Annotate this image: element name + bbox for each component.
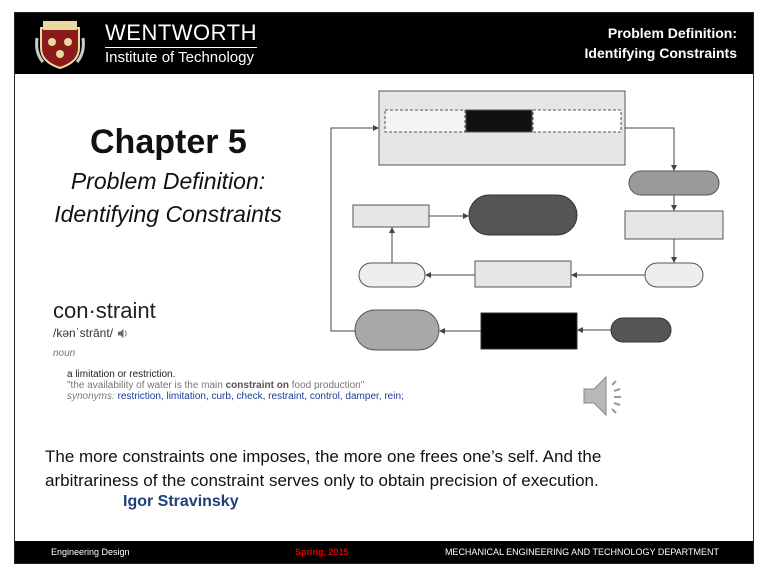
chapter-subtitle: Problem Definition: Identifying Constrai… — [33, 165, 303, 231]
diagram-pill-dark — [468, 194, 578, 236]
chapter-subtitle-line1: Problem Definition: — [70, 168, 266, 194]
dictionary-word: con·straint — [53, 298, 156, 323]
footer-course: Engineering Design — [51, 547, 130, 557]
dictionary-part-of-speech: noun — [53, 348, 76, 359]
diagram-top-slot-middle — [465, 109, 533, 133]
diagram-pill-bottom-right — [610, 317, 672, 343]
audio-icon[interactable] — [117, 328, 128, 339]
diagram-pill-right-2 — [644, 262, 704, 288]
diagram-box-left-top — [352, 204, 430, 228]
org-name: WENTWORTH — [105, 20, 257, 48]
diagram-box-middle — [474, 260, 572, 288]
quote-line1: The more constraints one imposes, the mo… — [45, 447, 602, 466]
dictionary-synonyms: synonyms: restriction, limitation, curb,… — [67, 391, 453, 402]
arrow-loop-back — [330, 125, 379, 332]
speaker-icon[interactable] — [578, 371, 628, 421]
quote-text: The more constraints one imposes, the mo… — [45, 445, 685, 493]
org-subtitle: Institute of Technology — [105, 49, 254, 66]
dictionary-example: "the availability of water is the main c… — [67, 380, 365, 391]
header-title: Problem Definition: Identifying Constrai… — [585, 23, 737, 63]
footer-bar: Engineering Design Spring, 2015 MECHANIC… — [15, 541, 753, 563]
synonyms-list[interactable]: restriction, limitation, curb, check, re… — [117, 391, 404, 402]
diagram-box-right — [624, 210, 724, 240]
footer-term: Spring, 2015 — [295, 547, 349, 557]
dictionary-pronunciation: /kənˈstrānt/ — [53, 326, 114, 340]
crest-icon — [35, 21, 85, 70]
dictionary-pronunciation-row: /kənˈstrānt/ — [53, 326, 453, 340]
quote-author: Igor Stravinsky — [123, 493, 239, 510]
diagram-box-bottom-black — [480, 312, 578, 350]
header-bar: WENTWORTH Institute of Technology Proble… — [15, 13, 753, 74]
arrow-top-to-right — [625, 127, 677, 171]
chapter-title: Chapter 5 — [90, 123, 247, 161]
synonyms-label: synonyms: — [67, 391, 115, 402]
header-title-line2: Identifying Constraints — [584, 45, 737, 61]
slide: WENTWORTH Institute of Technology Proble… — [14, 12, 754, 564]
dictionary-entry: con·straint /kənˈstrānt/ noun a limitati… — [53, 298, 453, 402]
diagram-pill-left — [358, 262, 426, 288]
footer-department: MECHANICAL ENGINEERING AND TECHNOLOGY DE… — [444, 547, 719, 557]
quote-line2: arbitrariness of the constraint serves o… — [45, 471, 599, 490]
dictionary-definition: a limitation or restriction. — [67, 369, 176, 380]
flow-diagram — [330, 90, 724, 351]
chapter-subtitle-line2: Identifying Constraints — [54, 201, 282, 227]
diagram-top-slot-left — [384, 109, 466, 133]
header-title-line1: Problem Definition: — [607, 25, 737, 41]
diagram-top-slot-right — [532, 109, 622, 133]
diagram-pill-right-1 — [628, 170, 720, 196]
